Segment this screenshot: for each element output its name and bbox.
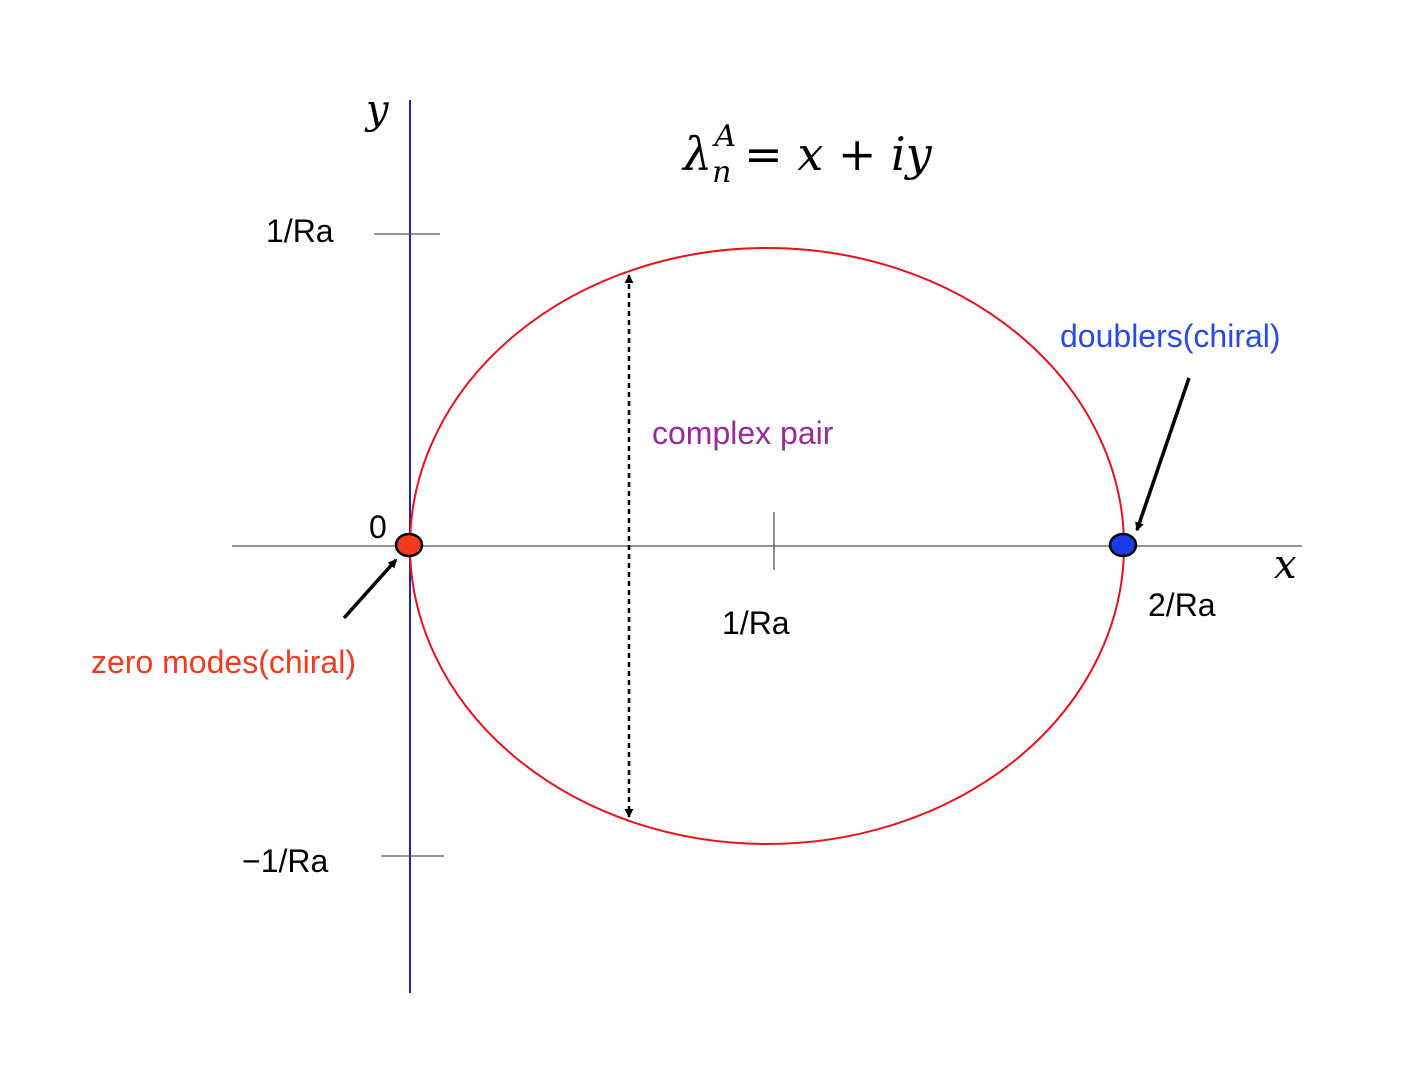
- equation-subscript: n: [712, 155, 731, 190]
- equation-superscript: A: [711, 119, 736, 154]
- doubler-point: [1108, 532, 1138, 558]
- equation: λnA= x + iy: [681, 119, 933, 190]
- zero-modes-label: zero modes(chiral): [91, 644, 356, 680]
- zero-mode-point: [394, 532, 424, 558]
- doublers-label: doublers(chiral): [1060, 318, 1281, 354]
- y-tick-label-bottom: −1/Ra: [242, 843, 328, 879]
- origin-label: 0: [369, 509, 387, 545]
- doublers-arrow: [1135, 377, 1191, 532]
- y-axis-label: y: [364, 87, 390, 133]
- x-tick-label-right: 2/Ra: [1148, 587, 1216, 623]
- equation-lambda: λ: [681, 127, 712, 181]
- x-tick-label-center: 1/Ra: [722, 605, 790, 641]
- equation-rhs: = x + iy: [744, 127, 933, 181]
- zero-modes-arrow: [342, 558, 398, 620]
- x-axis-label: x: [1274, 542, 1297, 588]
- complex-pair-label: complex pair: [652, 415, 834, 451]
- y-tick-label-top: 1/Ra: [266, 213, 334, 249]
